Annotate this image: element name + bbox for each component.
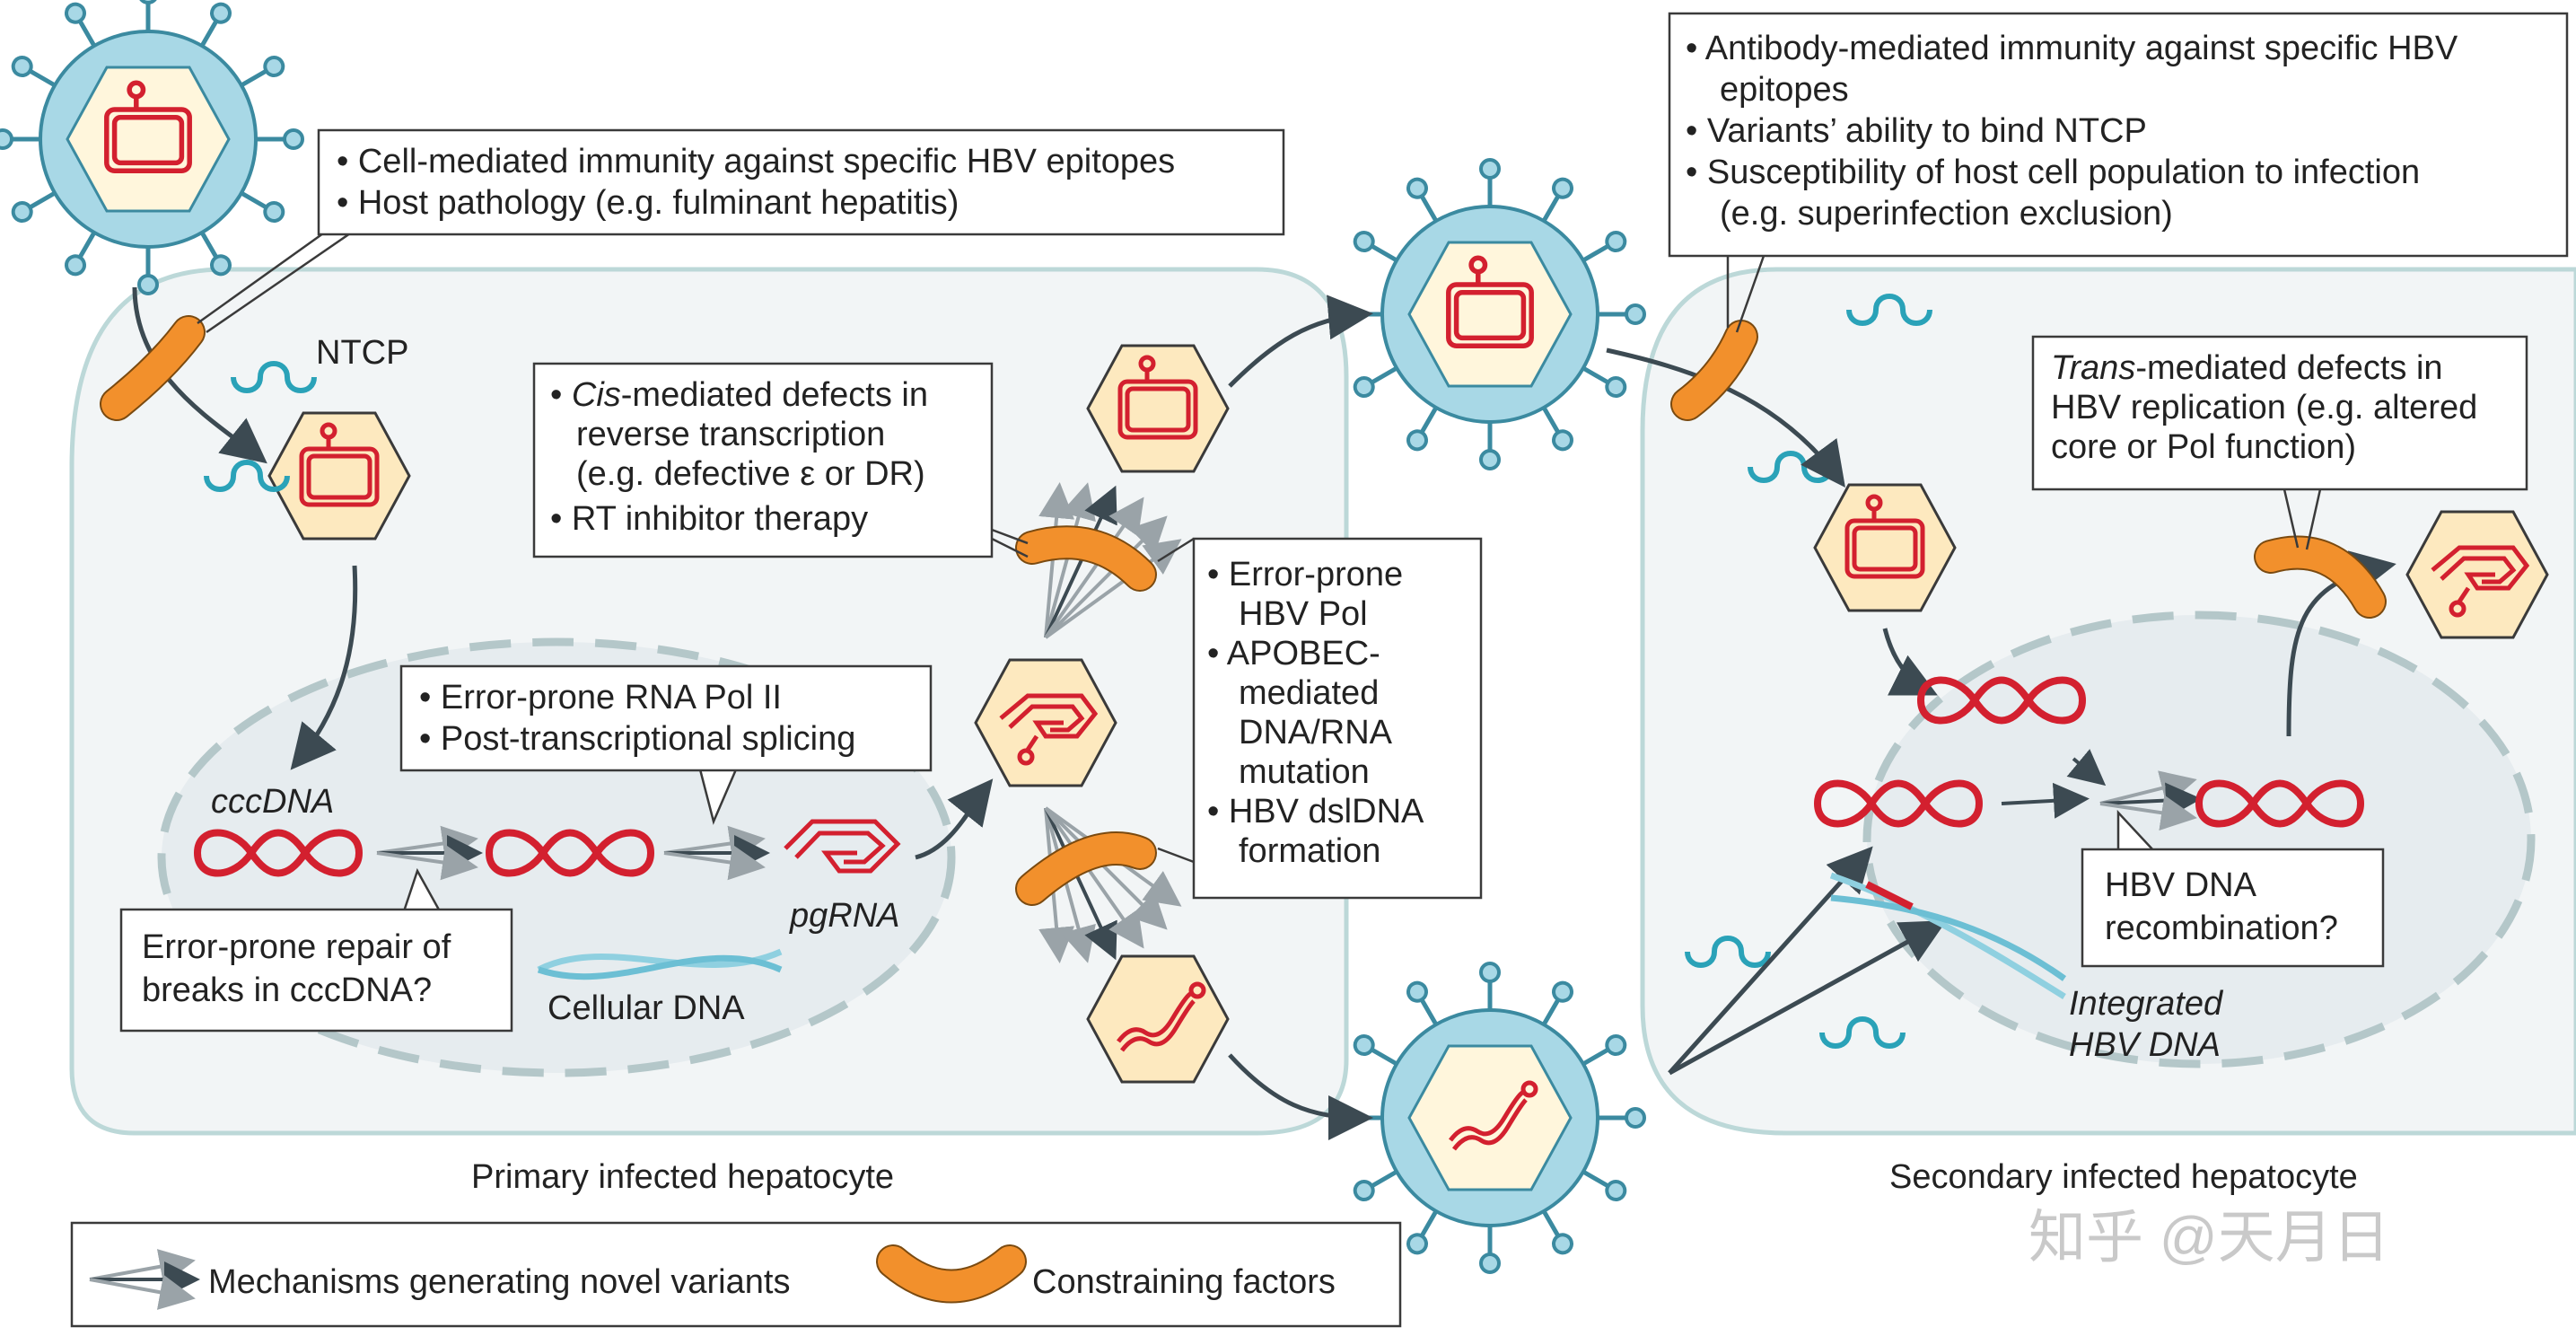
- arrow-capsid-to-virion-top: [1228, 294, 1373, 388]
- legend-mechanisms-icon: [89, 1249, 200, 1310]
- legend-constraint-icon: [876, 1244, 1027, 1304]
- cell-immunity-line-1: • Cell-mediated immunity against specifi…: [337, 143, 1175, 180]
- rna-pol-line-2: • Post-transcriptional splicing: [419, 720, 855, 758]
- integrated-label-1: Integrated: [2069, 985, 2224, 1023]
- pgrna-genome: [784, 819, 901, 874]
- antibody-line-3: • Variants’ ability to bind NTCP: [1686, 112, 2147, 150]
- recomb-line-1: HBV DNA: [2105, 866, 2257, 904]
- cellular-dna-label: Cellular DNA: [548, 989, 745, 1027]
- arrow-virion-to-secondary-2: [1668, 920, 1947, 1076]
- arrow-entry: [132, 286, 267, 464]
- cis-line-4: • RT inhibitor therapy: [550, 500, 868, 538]
- pgrna-label: pgRNA: [789, 897, 900, 935]
- callout-antibody: • Antibody-mediated immunity against spe…: [1668, 12, 2569, 333]
- cccdna-label: cccDNA: [211, 783, 334, 821]
- callout-rna-pol: • Error-prone RNA Pol II • Post-transcri…: [399, 664, 933, 825]
- constraint-secondary-entry: [1670, 320, 1758, 421]
- error-prone-line-3: • APOBEC-: [1207, 635, 1380, 672]
- error-prone-line-5: DNA/RNA: [1239, 714, 1393, 752]
- rna-pol-line-1: • Error-prone RNA Pol II: [419, 679, 782, 716]
- repair-line-1: Error-prone repair of: [142, 928, 451, 966]
- callout-repair: Error-prone repair of breaks in cccDNA?: [119, 867, 513, 1033]
- error-prone-line-2: HBV Pol: [1239, 595, 1368, 633]
- arrow-secondary-entry: [1606, 347, 1845, 488]
- cis-rest: -mediated defects in: [621, 376, 928, 414]
- error-prone-line-1: • Error-prone: [1207, 556, 1403, 593]
- trans-rest: -mediated defects in: [2135, 349, 2442, 387]
- callout-error-prone-pol: • Error-prone HBV Pol • APOBEC- mediated…: [1157, 537, 1483, 900]
- cellular-dna: [537, 948, 783, 980]
- error-prone-line-7: • HBV dslDNA: [1207, 793, 1424, 831]
- cell-immunity-line-2: • Host pathology (e.g. fulminant hepatit…: [337, 184, 959, 222]
- cis-italic-word: Cis: [572, 376, 621, 414]
- virion-bottom-center: [1336, 963, 1644, 1272]
- callout-cell-immunity: • Cell-mediated immunity against specifi…: [197, 128, 1285, 334]
- trans-line-2: HBV replication (e.g. altered: [2051, 389, 2477, 426]
- variant-fan-ccc: [376, 825, 483, 881]
- arrow-to-nucleus: [290, 565, 358, 770]
- constraint-rt-bottom: [1015, 831, 1157, 906]
- arrow-capsid-to-virion-bottom: [1228, 1053, 1373, 1140]
- arrow-virion-to-secondary-1: [1668, 846, 1873, 1075]
- variant-fan-rt-top: [1038, 482, 1182, 639]
- constraint-rt-top: [1015, 525, 1157, 592]
- primary-hepatocyte-label: Primary infected hepatocyte: [471, 1158, 894, 1196]
- callout-recombination: HBV DNA recombination?: [2081, 809, 2385, 968]
- ntcp-label: NTCP: [316, 334, 408, 372]
- antibody-line-2: epitopes: [1720, 71, 1849, 109]
- recomb-line-2: recombination?: [2105, 910, 2338, 947]
- cis-line-1: • Cis-mediated defects in: [550, 376, 928, 414]
- constraint-secondary-trans: [2254, 535, 2387, 619]
- variant-fan-recombination: [2001, 749, 2202, 831]
- antibody-line-5: (e.g. superinfection exclusion): [1720, 195, 2173, 233]
- trans-line-1: Trans-mediated defects in: [2051, 349, 2443, 387]
- error-prone-line-8: formation: [1239, 832, 1380, 870]
- error-prone-line-4: mediated: [1239, 674, 1379, 712]
- error-prone-line-6: mutation: [1239, 753, 1370, 791]
- virion-top-left: [0, 0, 302, 294]
- cis-line-3: (e.g. defective ε or DR): [576, 455, 925, 493]
- cis-bullet: •: [550, 376, 572, 414]
- virion-top-center: [1336, 160, 1644, 469]
- callout-cis-defects: • Cis-mediated defects in reverse transc…: [532, 362, 1029, 558]
- cis-line-2: reverse transcription: [576, 416, 885, 453]
- secondary-hepatocyte-label: Secondary infected hepatocyte: [1889, 1158, 2358, 1196]
- legend-mechanisms-label: Mechanisms generating novel variants: [208, 1263, 790, 1301]
- legend-constraining-label: Constraining factors: [1032, 1263, 1336, 1301]
- arrow-pgrna-to-capsid: [915, 778, 994, 860]
- integrated-label-2: HBV DNA: [2069, 1026, 2221, 1064]
- legend: Mechanisms generating novel variants Con…: [70, 1221, 1402, 1328]
- watermark: 知乎 @天月日: [2028, 1205, 2390, 1270]
- callout-trans-defects: Trans-mediated defects in HBV replicatio…: [2031, 335, 2528, 550]
- antibody-line-4: • Susceptibility of host cell population…: [1686, 154, 2420, 191]
- constraint-entry: [100, 315, 206, 421]
- antibody-line-1: • Antibody-mediated immunity against spe…: [1686, 30, 2458, 67]
- repair-line-2: breaks in cccDNA?: [142, 971, 432, 1009]
- variant-fan-transcription: [663, 825, 770, 881]
- trans-line-3: core or Pol function): [2051, 428, 2356, 466]
- trans-italic-word: Trans: [2051, 349, 2135, 387]
- integrated-hbv-dna: [1829, 872, 2067, 999]
